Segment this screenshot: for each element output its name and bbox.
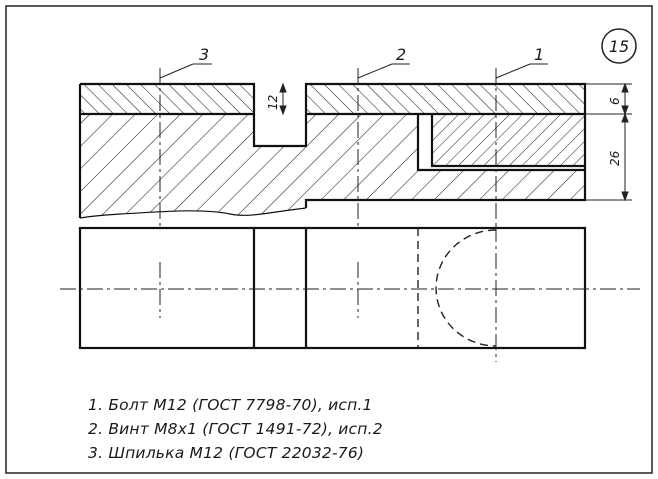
callout-3: 3 (199, 45, 209, 64)
break-line (79, 207, 307, 219)
dim-top-plate-text: 6 (608, 97, 622, 105)
dimension-slot-depth (279, 82, 287, 116)
sheet-frame (5, 5, 653, 474)
plan-view-outline (78, 226, 587, 350)
callout-leaders (159, 63, 548, 79)
callout-1: 1 (534, 45, 544, 64)
plan-axis-lines (60, 226, 640, 362)
note-stud: 3. Шпилька М12 (ГОСТ 22032-76) (88, 444, 365, 462)
plan-hidden-lines (417, 228, 497, 348)
top-plate-right (306, 84, 585, 114)
lower-block-section (80, 114, 585, 218)
top-plate-left (80, 84, 254, 114)
dim-lower-block-text: 26 (608, 150, 622, 166)
insert-part-section (432, 114, 585, 166)
sheet-number: 15 (609, 37, 629, 56)
section-outline (78, 82, 587, 218)
note-bolt: 1. Болт М12 (ГОСТ 7798-70), исп.1 (88, 396, 373, 414)
sheet-number-circle (601, 28, 637, 64)
dim-slot-depth-text: 12 (266, 95, 280, 110)
callout-2: 2 (396, 45, 406, 64)
note-screw: 2. Винт М8х1 (ГОСТ 1491-72), исп.2 (88, 420, 383, 438)
dimension-right (585, 82, 632, 202)
